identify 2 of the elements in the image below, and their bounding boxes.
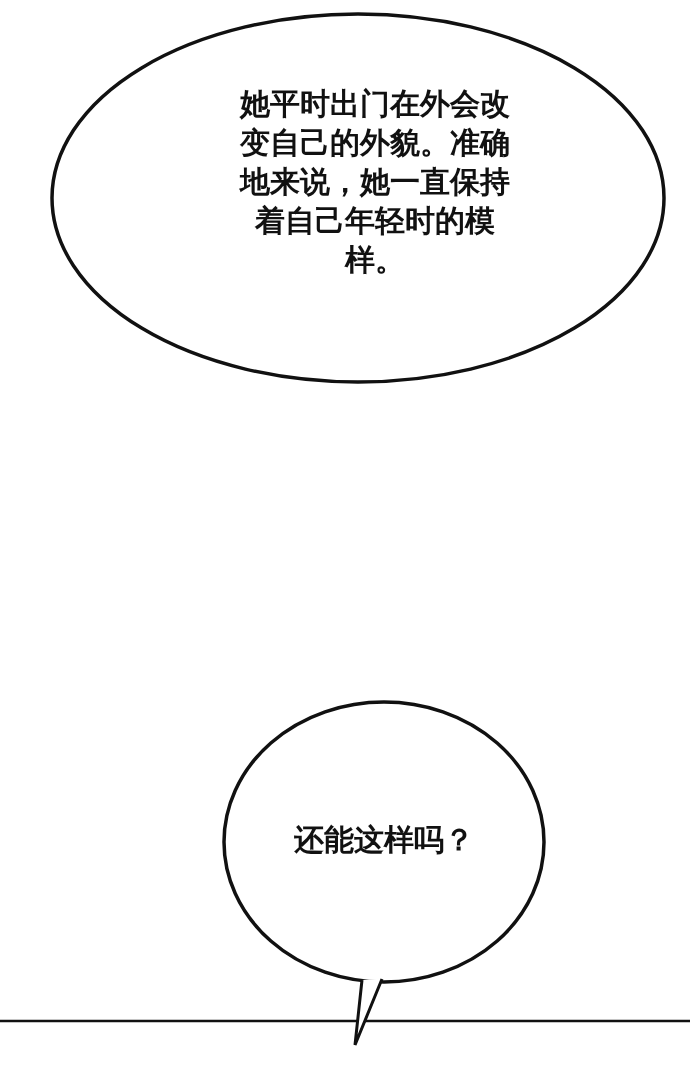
dialogue-text: 还能这样吗？ bbox=[293, 821, 475, 859]
dialogue-text: 她平时出门在外会改变自己的外貌。准确地来说，她一直保持着自己年轻时的模样。 bbox=[238, 85, 511, 279]
